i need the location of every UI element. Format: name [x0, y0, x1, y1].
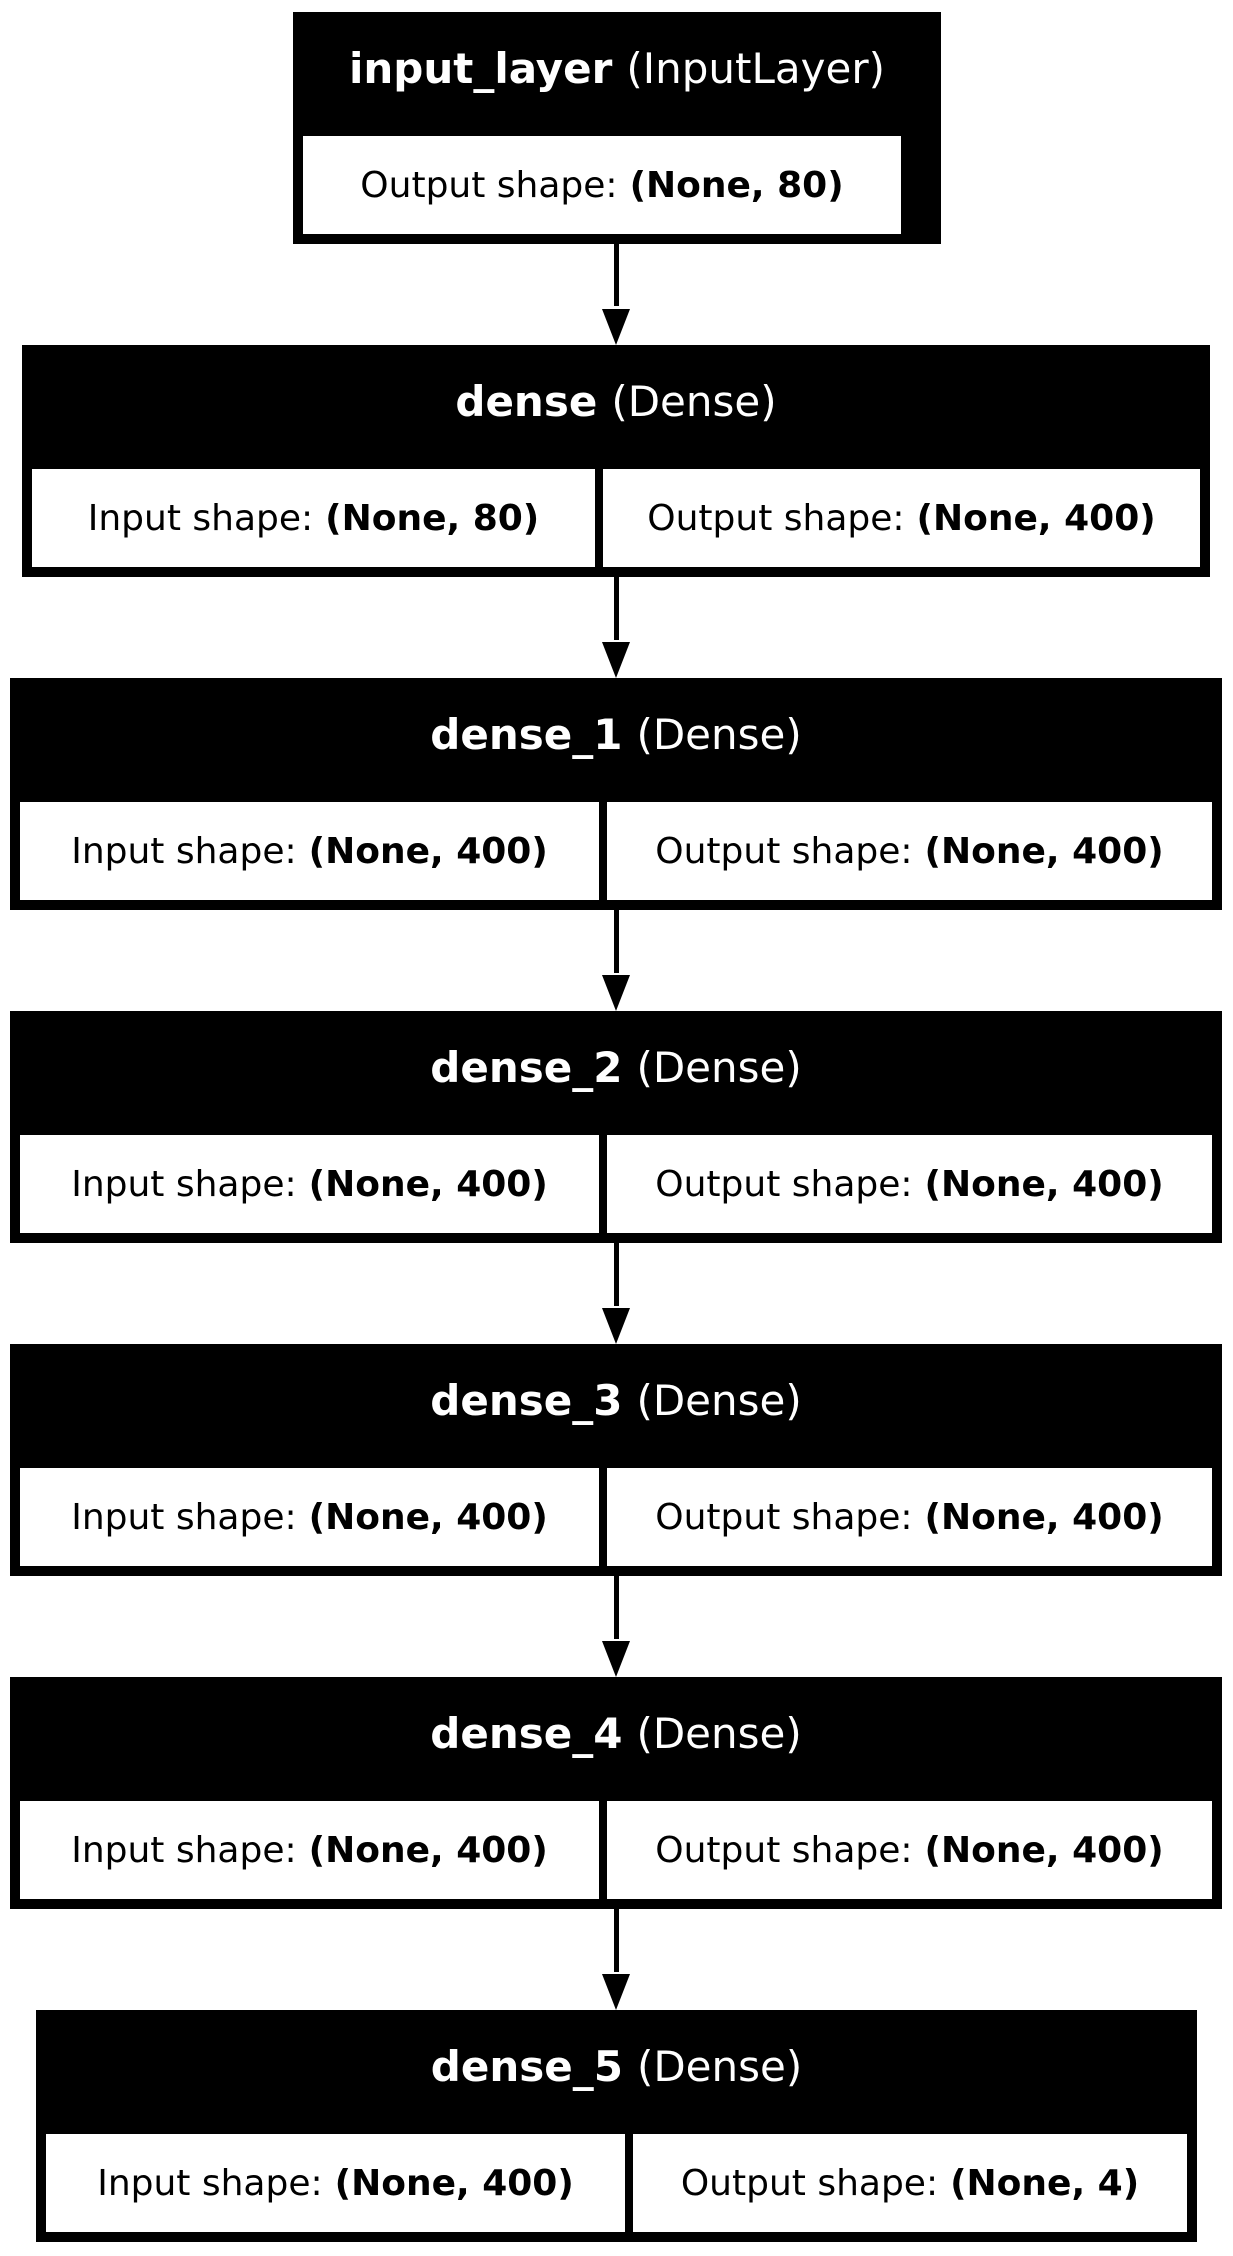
output-shape-cell: Output shape: (None, 400) — [607, 1468, 1212, 1566]
layer-node-input-layer: input_layer (InputLayer) Output shape: (No… — [293, 12, 941, 244]
output-shape-label: Output shape: — [655, 1496, 913, 1538]
input-shape-cell: Input shape: (None, 80) — [32, 469, 595, 567]
output-shape-cell: Output shape: (None, 400) — [607, 1801, 1212, 1899]
layer-header: dense_5 (Dense) — [36, 2010, 1197, 2122]
input-shape-value: (None, 400) — [334, 2162, 574, 2204]
layer-header: input_layer (InputLayer) — [293, 12, 941, 124]
output-shape-cell: Output shape: (None, 80) — [303, 136, 901, 234]
input-shape-label: Input shape: — [97, 2162, 323, 2204]
output-shape-label: Output shape: — [360, 164, 618, 206]
layer-type: (Dense) — [636, 709, 802, 759]
input-shape-label: Input shape: — [71, 1496, 297, 1538]
layer-header: dense_3 (Dense) — [10, 1344, 1222, 1456]
layer-header: dense_4 (Dense) — [10, 1677, 1222, 1789]
layer-name: dense — [455, 376, 598, 426]
output-shape-label: Output shape: — [655, 1829, 913, 1871]
layer-type: (InputLayer) — [626, 43, 885, 93]
layer-name: dense_2 — [430, 1042, 623, 1092]
input-shape-cell: Input shape: (None, 400) — [20, 1135, 599, 1233]
output-shape-cell: Output shape: (None, 400) — [607, 802, 1212, 900]
layer-name: dense_4 — [430, 1708, 623, 1758]
output-shape-cell: Output shape: (None, 400) — [607, 1135, 1212, 1233]
layer-name: dense_3 — [430, 1375, 623, 1425]
input-shape-cell: Input shape: (None, 400) — [20, 802, 599, 900]
layer-type: (Dense) — [636, 1375, 802, 1425]
layer-node-dense-4: dense_4 (Dense) Input shape: (None, 400) O… — [10, 1677, 1222, 1909]
layer-type: (Dense) — [636, 1042, 802, 1092]
arrowhead — [602, 975, 630, 1011]
input-shape-cell: Input shape: (None, 400) — [46, 2134, 625, 2232]
layer-node-dense-5: dense_5 (Dense) Input shape: (None, 400) O… — [36, 2010, 1197, 2242]
input-shape-value: (None, 400) — [308, 830, 548, 872]
layer-node-dense: dense (Dense) Input shape: (None, 80) Outp… — [22, 345, 1210, 577]
layer-name: dense_1 — [430, 709, 623, 759]
input-shape-label: Input shape: — [71, 1163, 297, 1205]
output-shape-value: (None, 400) — [924, 830, 1164, 872]
arrowhead — [602, 1974, 630, 2010]
output-shape-value: (None, 80) — [629, 164, 844, 206]
output-shape-label: Output shape: — [647, 497, 905, 539]
connector-line — [614, 577, 619, 640]
arrowhead — [602, 1641, 630, 1677]
connector-line — [614, 910, 619, 973]
connector-line — [614, 1243, 619, 1306]
layer-node-dense-1: dense_1 (Dense) Input shape: (None, 400) O… — [10, 678, 1222, 910]
output-shape-value: (None, 4) — [950, 2162, 1140, 2204]
input-shape-cell: Input shape: (None, 400) — [20, 1801, 599, 1899]
connector-line — [614, 244, 619, 306]
layer-name: input_layer — [349, 43, 613, 93]
layer-header: dense_1 (Dense) — [10, 678, 1222, 790]
output-shape-value: (None, 400) — [924, 1163, 1164, 1205]
input-shape-label: Input shape: — [87, 497, 314, 539]
input-shape-value: (None, 400) — [308, 1829, 548, 1871]
input-shape-label: Input shape: — [71, 830, 297, 872]
arrowhead — [602, 1308, 630, 1344]
layer-type: (Dense) — [636, 1708, 802, 1758]
layer-type: (Dense) — [611, 376, 777, 426]
input-shape-value: (None, 400) — [308, 1163, 548, 1205]
layer-header: dense_2 (Dense) — [10, 1011, 1222, 1123]
output-shape-cell: Output shape: (None, 400) — [603, 469, 1200, 567]
connector-line — [614, 1909, 619, 1972]
arrowhead — [602, 309, 630, 345]
layer-name: dense_5 — [430, 2041, 623, 2091]
output-shape-value: (None, 400) — [924, 1496, 1164, 1538]
output-shape-label: Output shape: — [655, 1163, 913, 1205]
input-shape-value: (None, 80) — [325, 497, 540, 539]
layer-node-dense-3: dense_3 (Dense) Input shape: (None, 400) O… — [10, 1344, 1222, 1576]
output-shape-value: (None, 400) — [916, 497, 1156, 539]
layer-type: (Dense) — [636, 2041, 803, 2091]
output-shape-label: Output shape: — [680, 2162, 939, 2204]
output-shape-cell: Output shape: (None, 4) — [633, 2134, 1187, 2232]
layer-header: dense (Dense) — [22, 345, 1210, 457]
input-shape-cell: Input shape: (None, 400) — [20, 1468, 599, 1566]
layer-node-dense-2: dense_2 (Dense) Input shape: (None, 400) O… — [10, 1011, 1222, 1243]
arrowhead — [602, 642, 630, 678]
connector-line — [614, 1576, 619, 1639]
input-shape-label: Input shape: — [71, 1829, 297, 1871]
input-shape-value: (None, 400) — [308, 1496, 548, 1538]
output-shape-value: (None, 400) — [924, 1829, 1164, 1871]
output-shape-label: Output shape: — [655, 830, 913, 872]
